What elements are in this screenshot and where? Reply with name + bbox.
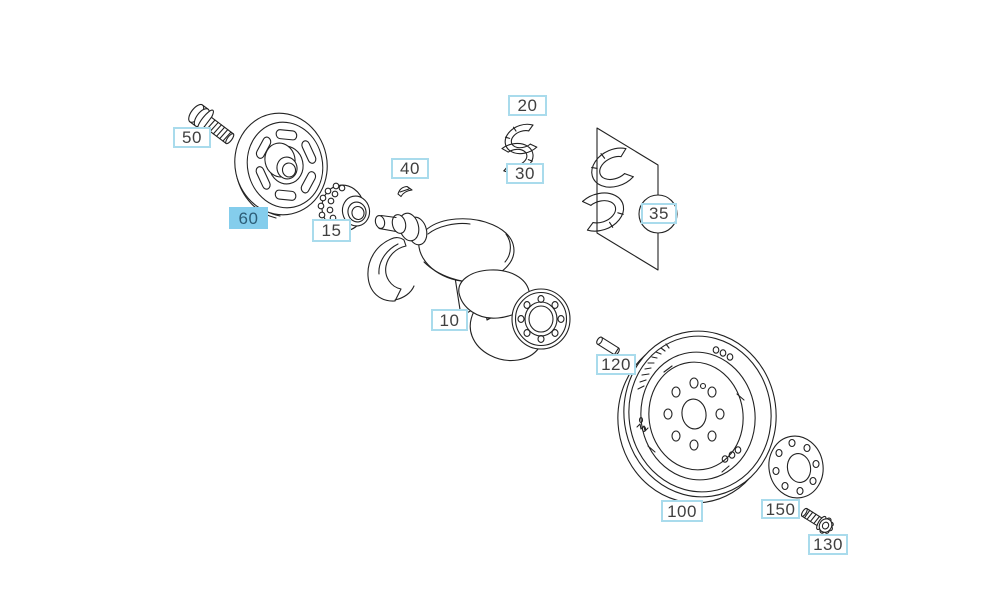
crankshaft-pulley-drawing	[225, 105, 336, 224]
callout-10[interactable]: 10	[431, 309, 468, 331]
dowel-pin-drawing	[596, 336, 621, 356]
callout-30[interactable]: 30	[506, 163, 544, 184]
callout-130[interactable]: 130	[808, 534, 848, 555]
woodruff-key-drawing	[398, 187, 412, 197]
flywheel-drawing	[607, 321, 787, 513]
callout-120[interactable]: 120	[596, 354, 636, 375]
drive-plate-drawing	[764, 432, 828, 502]
callout-40[interactable]: 40	[391, 158, 429, 179]
callout-60-selected[interactable]: 60	[229, 207, 268, 229]
callout-35[interactable]: 35	[641, 203, 677, 224]
callout-100[interactable]: 100	[661, 500, 703, 522]
bearing-set-panel	[576, 128, 677, 270]
pulley-bolt-drawing	[185, 100, 239, 150]
callout-50[interactable]: 50	[173, 127, 211, 148]
callout-20[interactable]: 20	[508, 95, 547, 116]
callout-15[interactable]: 15	[312, 219, 351, 242]
crankshaft-drawing	[368, 211, 570, 360]
flywheel-bolt-drawing	[798, 504, 836, 537]
bearing-shell-upper-drawing	[500, 120, 542, 160]
callout-150[interactable]: 150	[761, 499, 800, 519]
